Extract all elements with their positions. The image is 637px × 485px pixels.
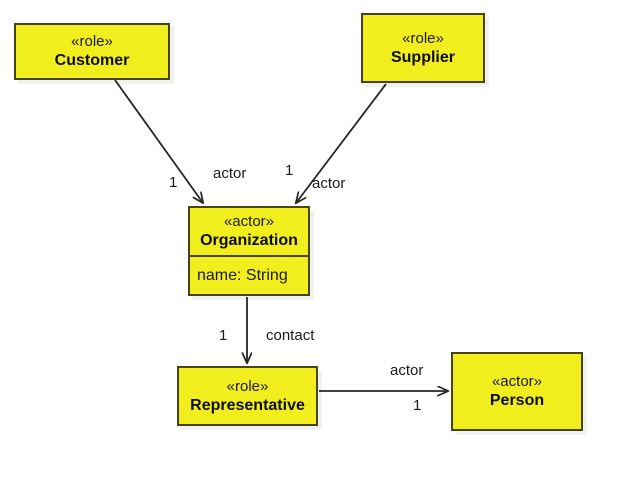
edge-label-supplier-role: actor: [312, 175, 346, 192]
classifier-name-label: Organization: [200, 232, 298, 249]
classifier-name-label: Person: [489, 392, 545, 409]
edge-customer-organization: [114, 79, 203, 203]
edge-label-contact-multiplicity: 1: [219, 327, 228, 344]
uml-node-header: «role» Representative: [179, 368, 316, 424]
stereotype-label: «role»: [402, 29, 444, 47]
stereotype-label: «role»: [71, 33, 113, 50]
edge-label-contact-role: contact: [266, 327, 315, 344]
stereotype-label: «role»: [226, 377, 269, 395]
edge-label-supplier-multiplicity: 1: [285, 162, 294, 179]
uml-node-customer[interactable]: «role» Customer: [14, 23, 170, 80]
uml-node-header: «actor» Organization: [190, 208, 308, 255]
uml-node-supplier[interactable]: «role» Supplier: [361, 13, 485, 83]
classifier-name-label: Representative: [190, 396, 305, 414]
uml-node-header: «actor» Person: [453, 354, 581, 429]
edge-label-customer-multiplicity: 1: [169, 174, 178, 191]
edge-label-person-role: actor: [390, 362, 424, 379]
classifier-name-label: Supplier: [390, 48, 455, 66]
edge-label-person-multiplicity: 1: [413, 397, 422, 414]
uml-node-representative[interactable]: «role» Representative: [177, 366, 318, 426]
stereotype-label: «actor»: [223, 213, 275, 230]
attribute-row: name: String: [197, 266, 288, 284]
uml-node-person[interactable]: «actor» Person: [451, 352, 583, 431]
edge-label-customer-role: actor: [213, 165, 247, 182]
uml-node-header: «role» Customer: [16, 25, 168, 78]
classifier-name-label: Customer: [54, 52, 130, 69]
uml-node-organization[interactable]: «actor» Organization name: String: [188, 206, 310, 296]
uml-node-attributes: name: String: [190, 255, 308, 294]
stereotype-label: «actor»: [491, 373, 543, 390]
uml-node-header: «role» Supplier: [363, 15, 483, 81]
